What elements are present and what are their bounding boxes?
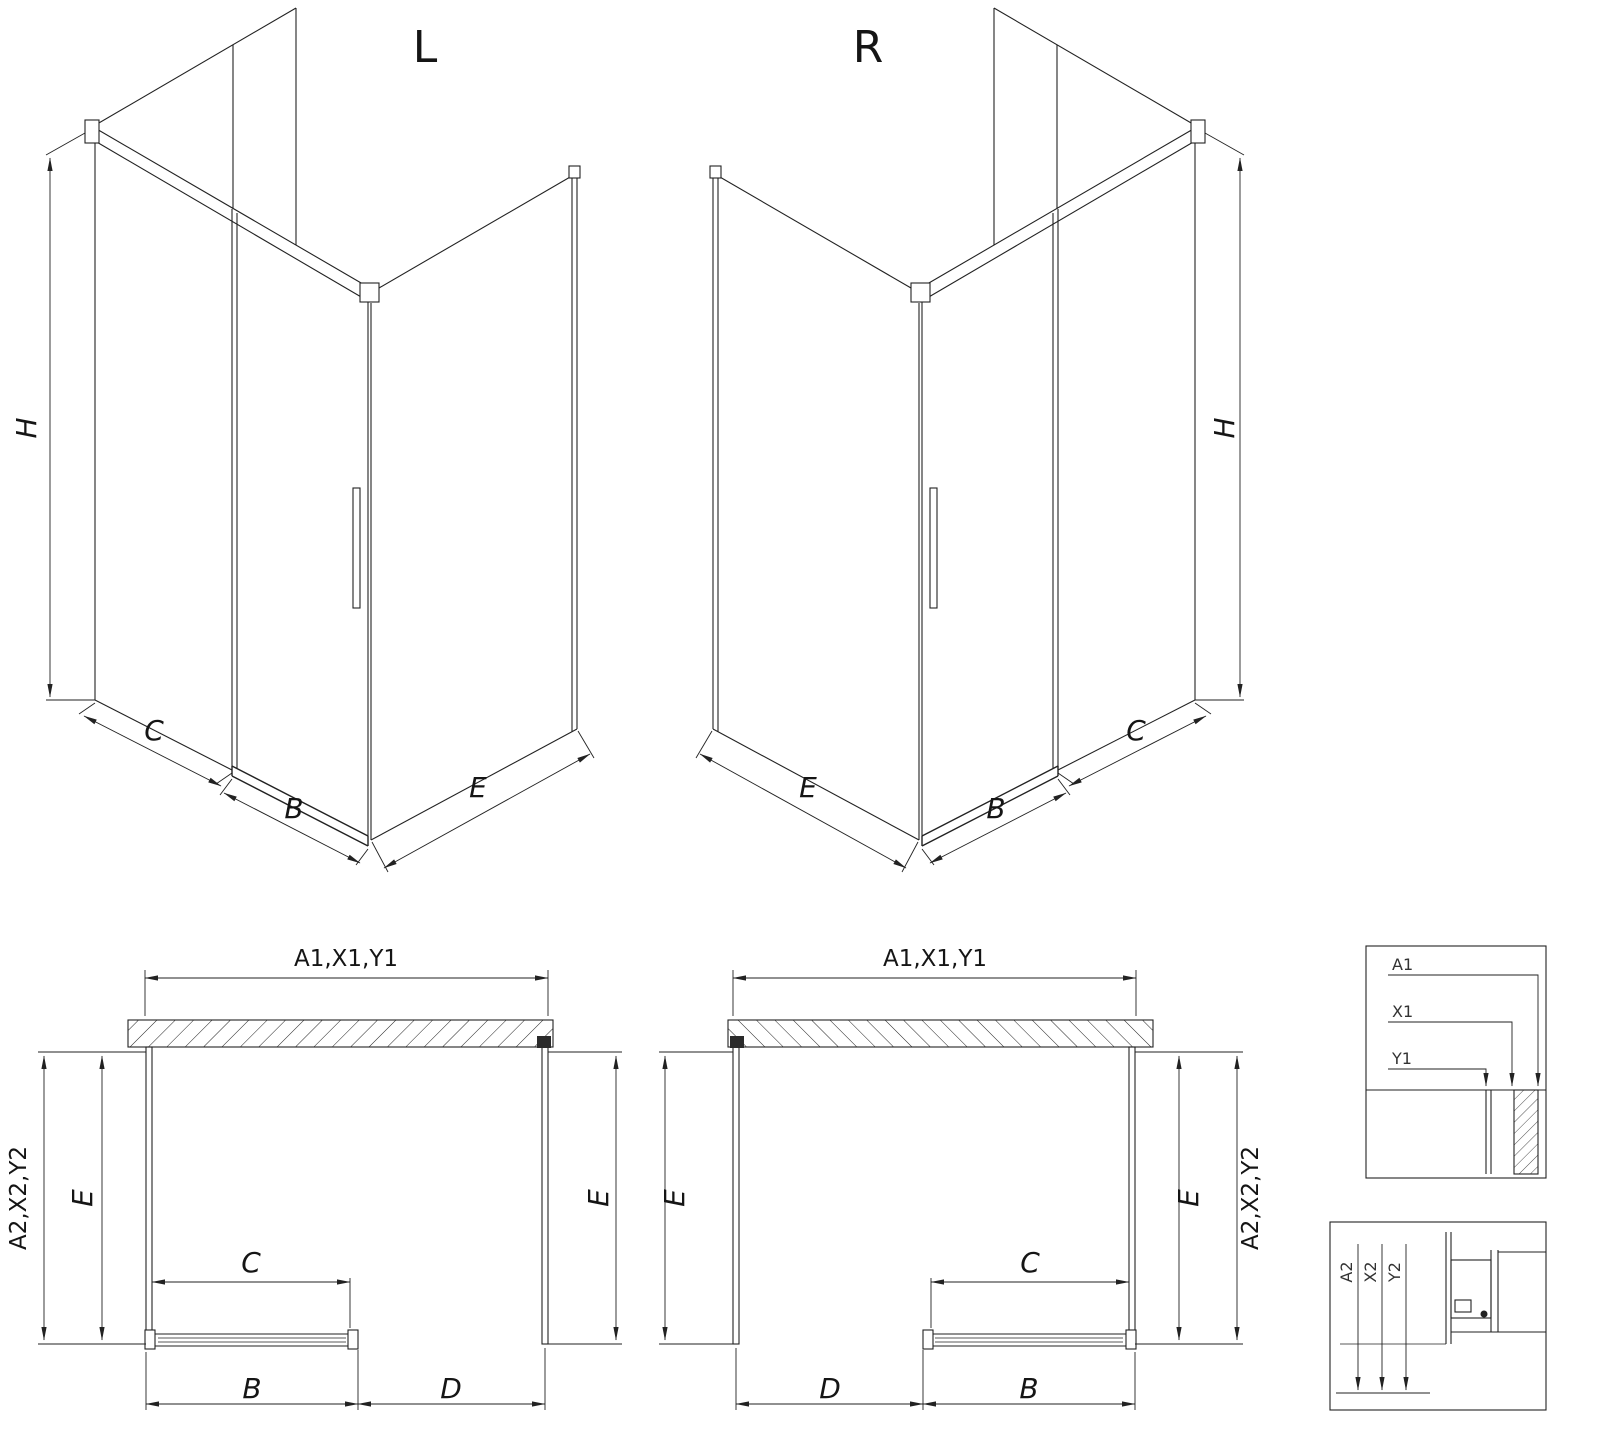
labels-iso-left: L H C B E <box>10 22 487 825</box>
plan-right-dim-c: C <box>1020 1246 1040 1279</box>
plan-left-dim-d: D <box>440 1372 462 1405</box>
iso-right-dim-c: C <box>1126 714 1146 747</box>
iso-left-geometry <box>46 8 594 872</box>
labels-plan-right: A1,X1,Y1 E E A2,X2,Y2 C D B <box>658 946 1264 1405</box>
iso-right-dim-e: E <box>799 771 817 804</box>
plan-left-dim-depth-left: E <box>66 1189 99 1207</box>
plan-right-dim-depth-outer: A2,X2,Y2 <box>1238 1146 1264 1250</box>
detail-bottom-dim-a2: A2 <box>1337 1261 1356 1282</box>
labels-iso-right: R H C B E <box>799 22 1241 825</box>
labels-detail-boxes: A1 X1 Y1 A2 X2 Y2 <box>1337 955 1413 1283</box>
plan-right-dim-b: B <box>1019 1372 1038 1405</box>
plan-right-dim-d: D <box>819 1372 841 1405</box>
iso-left-dim-c: C <box>144 714 164 747</box>
plan-right-geometry <box>659 970 1243 1410</box>
detail-top-dim-x1: X1 <box>1392 1002 1413 1021</box>
iso-left-view-label: L <box>413 22 438 73</box>
iso-right-geometry <box>696 8 1244 872</box>
plan-right-dim-depth-right: E <box>1172 1189 1205 1207</box>
plan-right-dim-width-top: A1,X1,Y1 <box>883 946 987 972</box>
iso-right-dim-h: H <box>1208 417 1241 438</box>
iso-left-dim-h: H <box>10 417 43 438</box>
plan-right-dim-depth-left: E <box>658 1189 691 1207</box>
plan-left-dim-depth-right: E <box>582 1189 615 1207</box>
detail-profile-top <box>1365 945 1547 1179</box>
labels-plan-left: A1,X1,Y1 A2,X2,Y2 E E C B D <box>6 946 615 1405</box>
iso-left-dim-e: E <box>469 771 487 804</box>
detail-top-dim-y1: Y1 <box>1391 1049 1412 1068</box>
plan-left-dim-width-top: A1,X1,Y1 <box>294 946 398 972</box>
detail-top-dim-a1: A1 <box>1392 955 1413 974</box>
detail-profile-bottom <box>1329 1221 1547 1411</box>
iso-left-dim-b: B <box>284 792 303 825</box>
detail-bottom-dim-x2: X2 <box>1361 1261 1380 1282</box>
plan-left-dim-depth-outer: A2,X2,Y2 <box>6 1146 32 1250</box>
detail-bottom-dim-y2: Y2 <box>1385 1262 1404 1283</box>
plan-left-dim-c: C <box>241 1246 261 1279</box>
iso-right-view-label: R <box>853 22 884 73</box>
plan-left-geometry <box>38 970 622 1410</box>
plan-left-dim-b: B <box>242 1372 261 1405</box>
iso-right-dim-b: B <box>986 792 1005 825</box>
